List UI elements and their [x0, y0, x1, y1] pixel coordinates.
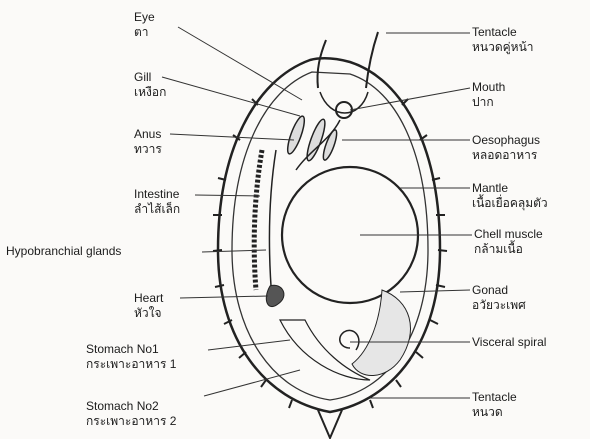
label-hypobranchial: Hypobranchial glands	[6, 244, 121, 259]
label-shell-muscle-th: กล้ามเนื้อ	[474, 242, 543, 257]
label-intestine-th: ลำไส้เล็ก	[134, 202, 180, 217]
label-visceral: Visceral spiral	[472, 335, 546, 350]
label-tentacle-top-th: หนวดคู่หน้า	[472, 40, 534, 55]
label-gill-en: Gill	[134, 70, 166, 85]
label-intestine-en: Intestine	[134, 187, 180, 202]
label-mouth-en: Mouth	[472, 80, 505, 95]
label-eye: Eye ตา	[134, 10, 155, 40]
label-heart-en: Heart	[134, 291, 163, 306]
intestine-band	[254, 150, 262, 290]
heart-shape	[266, 285, 284, 306]
right-top-tentacle	[366, 32, 378, 88]
label-eye-en: Eye	[134, 10, 155, 25]
label-gill-th: เหงือก	[134, 85, 166, 100]
bottom-tentacle-shape	[318, 410, 342, 438]
label-intestine: Intestine ลำไส้เล็ก	[134, 187, 180, 217]
label-oesophagus-en: Oesophagus	[472, 133, 540, 148]
label-mantle: Mantle เนื้อเยื่อคลุมตัว	[472, 181, 548, 211]
label-tentacle-bottom: Tentacle หนวด	[472, 390, 517, 420]
label-eye-th: ตา	[134, 25, 155, 40]
label-stomach2: Stomach No2 กระเพาะอาหาร 2	[86, 399, 176, 429]
label-heart: Heart หัวใจ	[134, 291, 163, 321]
label-anus-th: ทวาร	[134, 142, 162, 157]
gill-lamellae	[284, 114, 339, 162]
label-hypobranchial-en: Hypobranchial glands	[6, 244, 121, 259]
label-stomach2-en: Stomach No2	[86, 399, 176, 414]
label-stomach1-th: กระเพาะอาหาร 1	[86, 357, 176, 372]
label-tentacle-top-en: Tentacle	[472, 25, 534, 40]
label-stomach1: Stomach No1 กระเพาะอาหาร 1	[86, 342, 176, 372]
label-tentacle-bottom-en: Tentacle	[472, 390, 517, 405]
label-stomach2-th: กระเพาะอาหาร 2	[86, 414, 176, 429]
left-top-tentacle	[317, 40, 326, 88]
label-tentacle-bottom-th: หนวด	[472, 405, 517, 420]
label-heart-th: หัวใจ	[134, 306, 163, 321]
label-gonad: Gonad อวัยวะเพศ	[472, 283, 526, 313]
label-anus: Anus ทวาร	[134, 127, 162, 157]
label-shell-muscle-en: Chell muscle	[474, 227, 543, 242]
mouth-circle	[336, 102, 352, 118]
label-tentacle-top: Tentacle หนวดคู่หน้า	[472, 25, 534, 55]
label-gonad-th: อวัยวะเพศ	[472, 298, 526, 313]
hypobranchial-band	[269, 150, 276, 300]
label-visceral-en: Visceral spiral	[472, 335, 546, 350]
label-stomach1-en: Stomach No1	[86, 342, 176, 357]
visceral-spiral	[340, 330, 359, 350]
label-anus-en: Anus	[134, 127, 162, 142]
label-gonad-en: Gonad	[472, 283, 526, 298]
label-oesophagus: Oesophagus หลอดอาหาร	[472, 133, 540, 163]
label-gill: Gill เหงือก	[134, 70, 166, 100]
label-mantle-th: เนื้อเยื่อคลุมตัว	[472, 196, 548, 211]
label-mantle-en: Mantle	[472, 181, 548, 196]
label-mouth: Mouth ปาก	[472, 80, 505, 110]
label-shell-muscle: Chell muscle กล้ามเนื้อ	[474, 227, 543, 257]
label-mouth-th: ปาก	[472, 95, 505, 110]
label-oesophagus-th: หลอดอาหาร	[472, 148, 540, 163]
